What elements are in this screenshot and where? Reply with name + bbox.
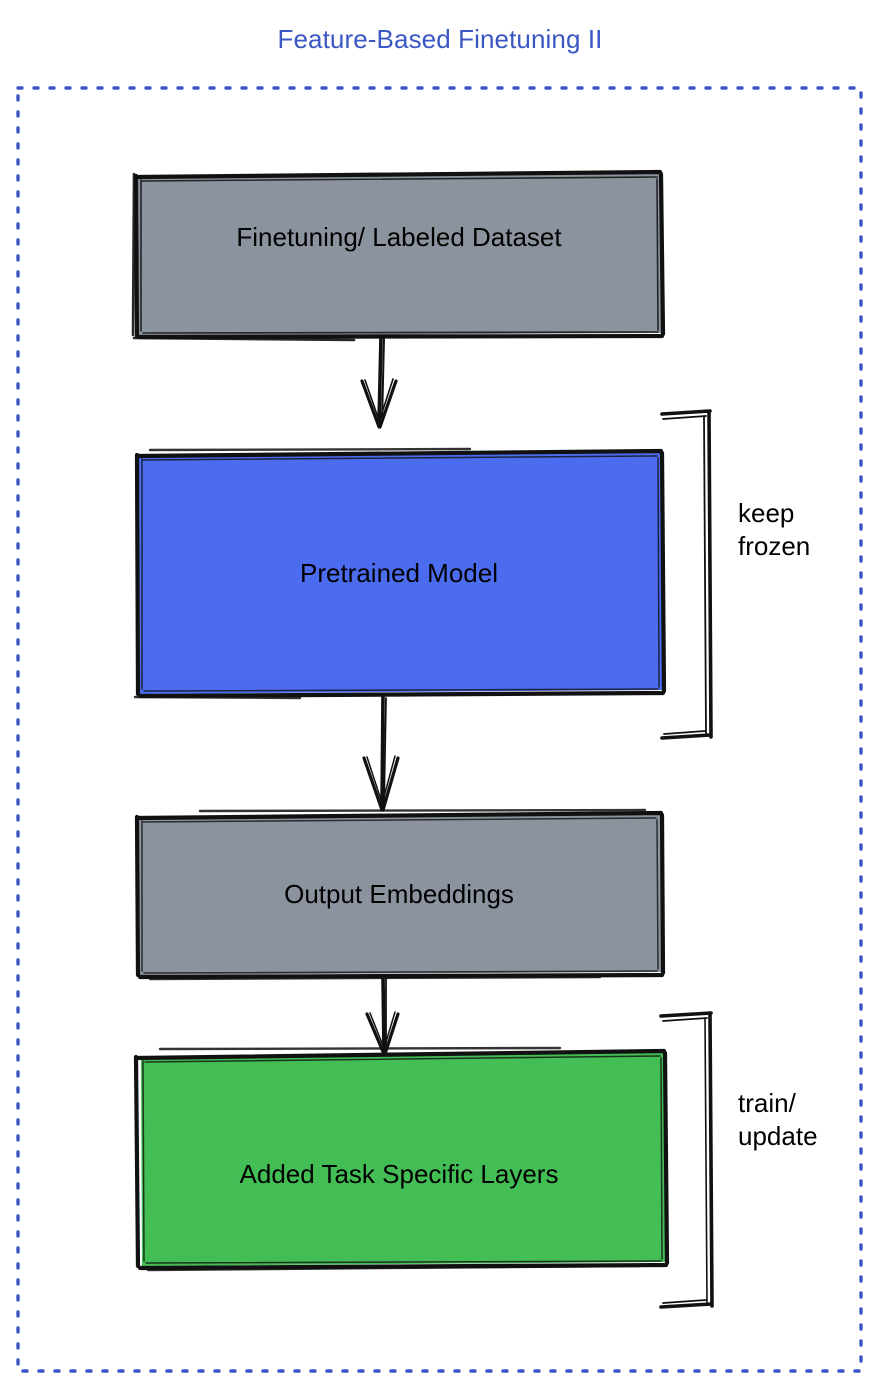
node-finetuning-dataset-sketch-extra xyxy=(131,172,356,342)
node-output-embeddings-outline-2 xyxy=(141,817,659,974)
node-added-task-specific-layers-sketch-extra xyxy=(146,1046,642,1272)
bracket-label-keep-frozen: keep frozen xyxy=(738,498,811,561)
node-output-embeddings-sketch-extra xyxy=(148,808,647,981)
node-output-embeddings-fill xyxy=(139,814,662,975)
node-added-task-specific-layers-fill xyxy=(141,1052,666,1266)
arrow-dataset-to-model xyxy=(360,335,398,429)
node-pretrained-model-outline xyxy=(134,448,667,699)
arrow-model-to-embeddings xyxy=(362,695,400,812)
node-added-task-specific-layers-outline xyxy=(133,1048,670,1271)
bracket-keep-frozen xyxy=(660,409,713,740)
bracket-train-update xyxy=(659,1011,714,1309)
dashed-outer-frame xyxy=(16,86,863,1373)
node-added-task-specific-layers-outline-2 xyxy=(142,1055,663,1264)
node-output-embeddings-outline xyxy=(134,810,666,980)
node-pretrained-model[interactable] xyxy=(133,447,667,700)
node-output-embeddings[interactable] xyxy=(134,808,666,981)
node-finetuning-dataset-outline-2 xyxy=(140,176,659,334)
node-finetuning-dataset-outline xyxy=(133,169,666,340)
node-finetuning-dataset[interactable] xyxy=(131,169,666,342)
node-pretrained-model-fill xyxy=(139,452,663,694)
bracket-label-train-update: train/ update xyxy=(738,1088,818,1151)
node-pretrained-model-outline-2 xyxy=(141,455,660,692)
node-pretrained-model-sketch-extra xyxy=(133,447,472,700)
page-title: Feature-Based Finetuning II xyxy=(277,24,603,54)
node-finetuning-dataset-fill xyxy=(138,173,662,336)
arrow-embeddings-to-layers xyxy=(365,975,400,1056)
node-added-task-specific-layers[interactable] xyxy=(133,1046,670,1272)
